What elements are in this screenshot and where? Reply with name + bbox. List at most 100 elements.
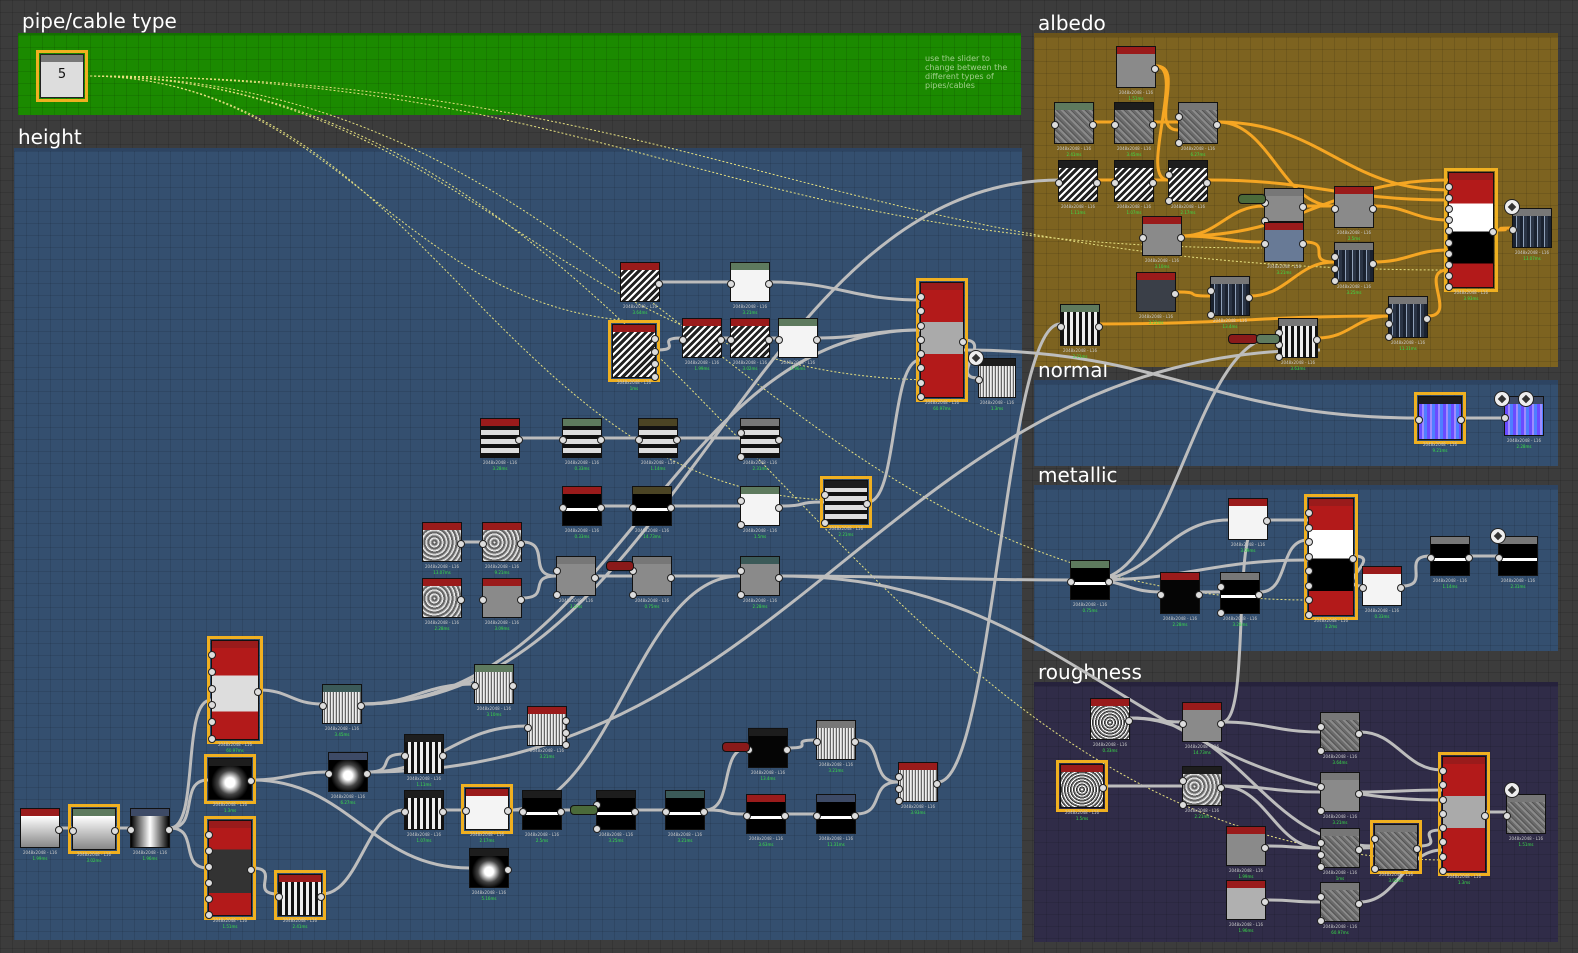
input-pin[interactable]	[1217, 609, 1225, 617]
output-pin[interactable]	[1369, 260, 1377, 268]
output-pin[interactable]	[562, 717, 570, 725]
input-pin[interactable]	[1439, 824, 1447, 833]
input-pin[interactable]	[205, 879, 213, 887]
output-pin[interactable]	[673, 436, 681, 444]
input-pin[interactable]	[205, 895, 213, 903]
input-pin[interactable]	[1439, 852, 1447, 861]
output-pin[interactable]	[1465, 554, 1473, 562]
input-pin[interactable]	[205, 911, 213, 919]
output-icon[interactable]	[1504, 199, 1520, 215]
output-pin[interactable]	[1151, 65, 1159, 73]
output-pin[interactable]	[1355, 846, 1363, 854]
input-pin[interactable]	[1445, 216, 1453, 225]
output-pin[interactable]	[457, 540, 465, 548]
output-pin[interactable]	[317, 893, 325, 901]
input-pin[interactable]	[205, 863, 213, 871]
output-pin[interactable]	[517, 596, 525, 604]
input-pin[interactable]	[69, 827, 77, 835]
output-pin[interactable]	[1355, 900, 1363, 908]
input-pin[interactable]	[1305, 567, 1313, 576]
input-pin[interactable]	[917, 350, 925, 359]
output-pin[interactable]	[813, 336, 821, 344]
output-pin[interactable]	[1177, 234, 1185, 242]
output-pin[interactable]	[851, 812, 859, 820]
output-pin[interactable]	[509, 682, 517, 690]
output-pin[interactable]	[557, 808, 565, 816]
output-pin[interactable]	[515, 436, 523, 444]
input-pin[interactable]	[1495, 554, 1503, 562]
input-pin[interactable]	[1439, 867, 1447, 875]
output-pin[interactable]	[1217, 720, 1225, 728]
output-pin[interactable]	[783, 746, 791, 754]
input-pin[interactable]	[1445, 205, 1453, 214]
input-pin[interactable]	[479, 540, 487, 548]
input-pin[interactable]	[1317, 723, 1325, 731]
input-pin[interactable]	[553, 591, 561, 599]
output-pin[interactable]	[1195, 591, 1203, 599]
input-pin[interactable]	[1317, 747, 1325, 755]
output-pin[interactable]	[165, 826, 173, 834]
output-pin[interactable]	[1125, 717, 1133, 725]
input-pin[interactable]	[1503, 812, 1511, 820]
output-pin[interactable]	[1261, 844, 1269, 852]
input-pin[interactable]	[1261, 240, 1269, 248]
input-pin[interactable]	[559, 436, 567, 444]
input-pin[interactable]	[1317, 851, 1325, 859]
output-pin[interactable]	[651, 347, 659, 356]
output-pin[interactable]	[1261, 898, 1269, 906]
input-pin[interactable]	[462, 807, 470, 815]
input-pin[interactable]	[1175, 113, 1183, 121]
input-pin[interactable]	[629, 504, 637, 512]
output-pin[interactable]	[1263, 517, 1271, 525]
dot-node[interactable]	[1256, 334, 1280, 344]
input-pin[interactable]	[1179, 720, 1187, 728]
output-icon[interactable]	[968, 350, 984, 366]
frame-metallic[interactable]: metallic	[1034, 463, 1558, 651]
input-pin[interactable]	[1305, 552, 1313, 561]
input-pin[interactable]	[662, 808, 670, 816]
input-pin[interactable]	[1207, 311, 1215, 319]
input-pin[interactable]	[401, 752, 409, 760]
input-pin[interactable]	[519, 808, 527, 816]
output-pin[interactable]	[1213, 121, 1221, 129]
input-pin[interactable]	[1331, 205, 1339, 213]
output-pin[interactable]	[1481, 812, 1489, 820]
output-pin[interactable]	[1105, 578, 1113, 586]
dot-node[interactable]	[1238, 194, 1266, 204]
input-pin[interactable]	[1445, 260, 1453, 269]
output-pin[interactable]	[1149, 121, 1157, 129]
output-pin[interactable]	[1203, 179, 1211, 187]
dot-node[interactable]	[570, 805, 598, 815]
